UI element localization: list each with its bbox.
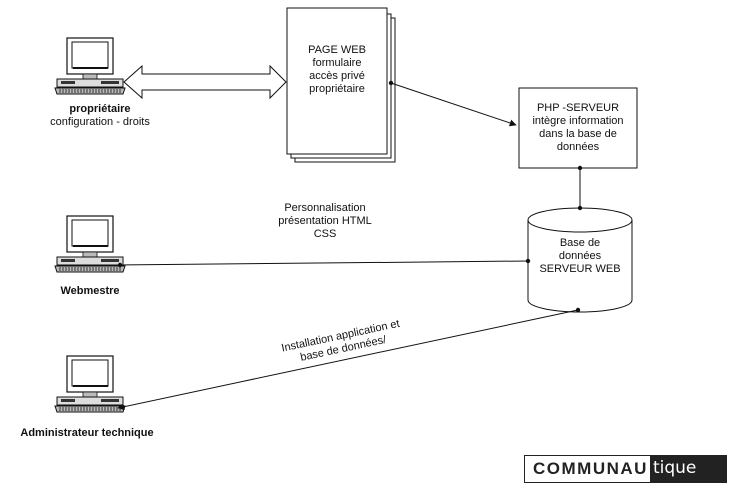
database-text: Base de données SERVEUR WEB	[528, 237, 632, 276]
double-arrow	[123, 64, 287, 100]
personnalisation-line: CSS	[313, 228, 337, 240]
computer-administrateur-icon	[54, 355, 126, 413]
php-server-line: intègre information	[532, 115, 624, 127]
webmestre-label: Webmestre	[60, 285, 120, 297]
database-cylinder	[527, 207, 633, 313]
page-web-line: accès privé	[309, 70, 365, 82]
proprietaire-label: propriétaire	[69, 103, 131, 115]
personnalisation-line: Personnalisation	[284, 202, 366, 214]
page-web-line: propriétaire	[309, 83, 365, 95]
page-web-text: PAGE WEB formulaire accès privé propriét…	[287, 44, 387, 96]
database-line: SERVEUR WEB	[539, 263, 621, 275]
php-server-text: PHP -SERVEUR intègre information dans la…	[519, 102, 637, 154]
db-to-admin-line	[117, 309, 579, 411]
php-server-line: PHP -SERVEUR	[536, 102, 620, 114]
database-line: Base de	[559, 237, 601, 249]
computer-webmestre-icon	[54, 215, 126, 273]
php-server-line: dans la base de	[539, 128, 617, 140]
computer-proprietaire-icon	[54, 37, 126, 95]
proprietaire-subtitle: configuration - droits	[50, 116, 150, 128]
page-web-line: formulaire	[312, 57, 362, 69]
personnalisation-line: présentation HTML	[278, 215, 372, 227]
database-line: données	[558, 250, 602, 262]
communautique-logo: COMMUNAU tique	[524, 455, 727, 483]
logo-part1: COMMUNAU	[525, 456, 650, 482]
administrateur-label: Administrateur technique	[20, 427, 154, 439]
logo-part2: tique	[649, 456, 726, 482]
page-web-line: PAGE WEB	[308, 44, 366, 56]
page-web-stack	[286, 7, 396, 163]
page-to-php-line	[390, 82, 517, 127]
php-server-box	[518, 87, 638, 169]
personnalisation-label: Personnalisation présentation HTML CSS	[250, 202, 400, 241]
php-server-line: données	[556, 141, 600, 153]
webmestre-to-db-line	[119, 260, 529, 266]
